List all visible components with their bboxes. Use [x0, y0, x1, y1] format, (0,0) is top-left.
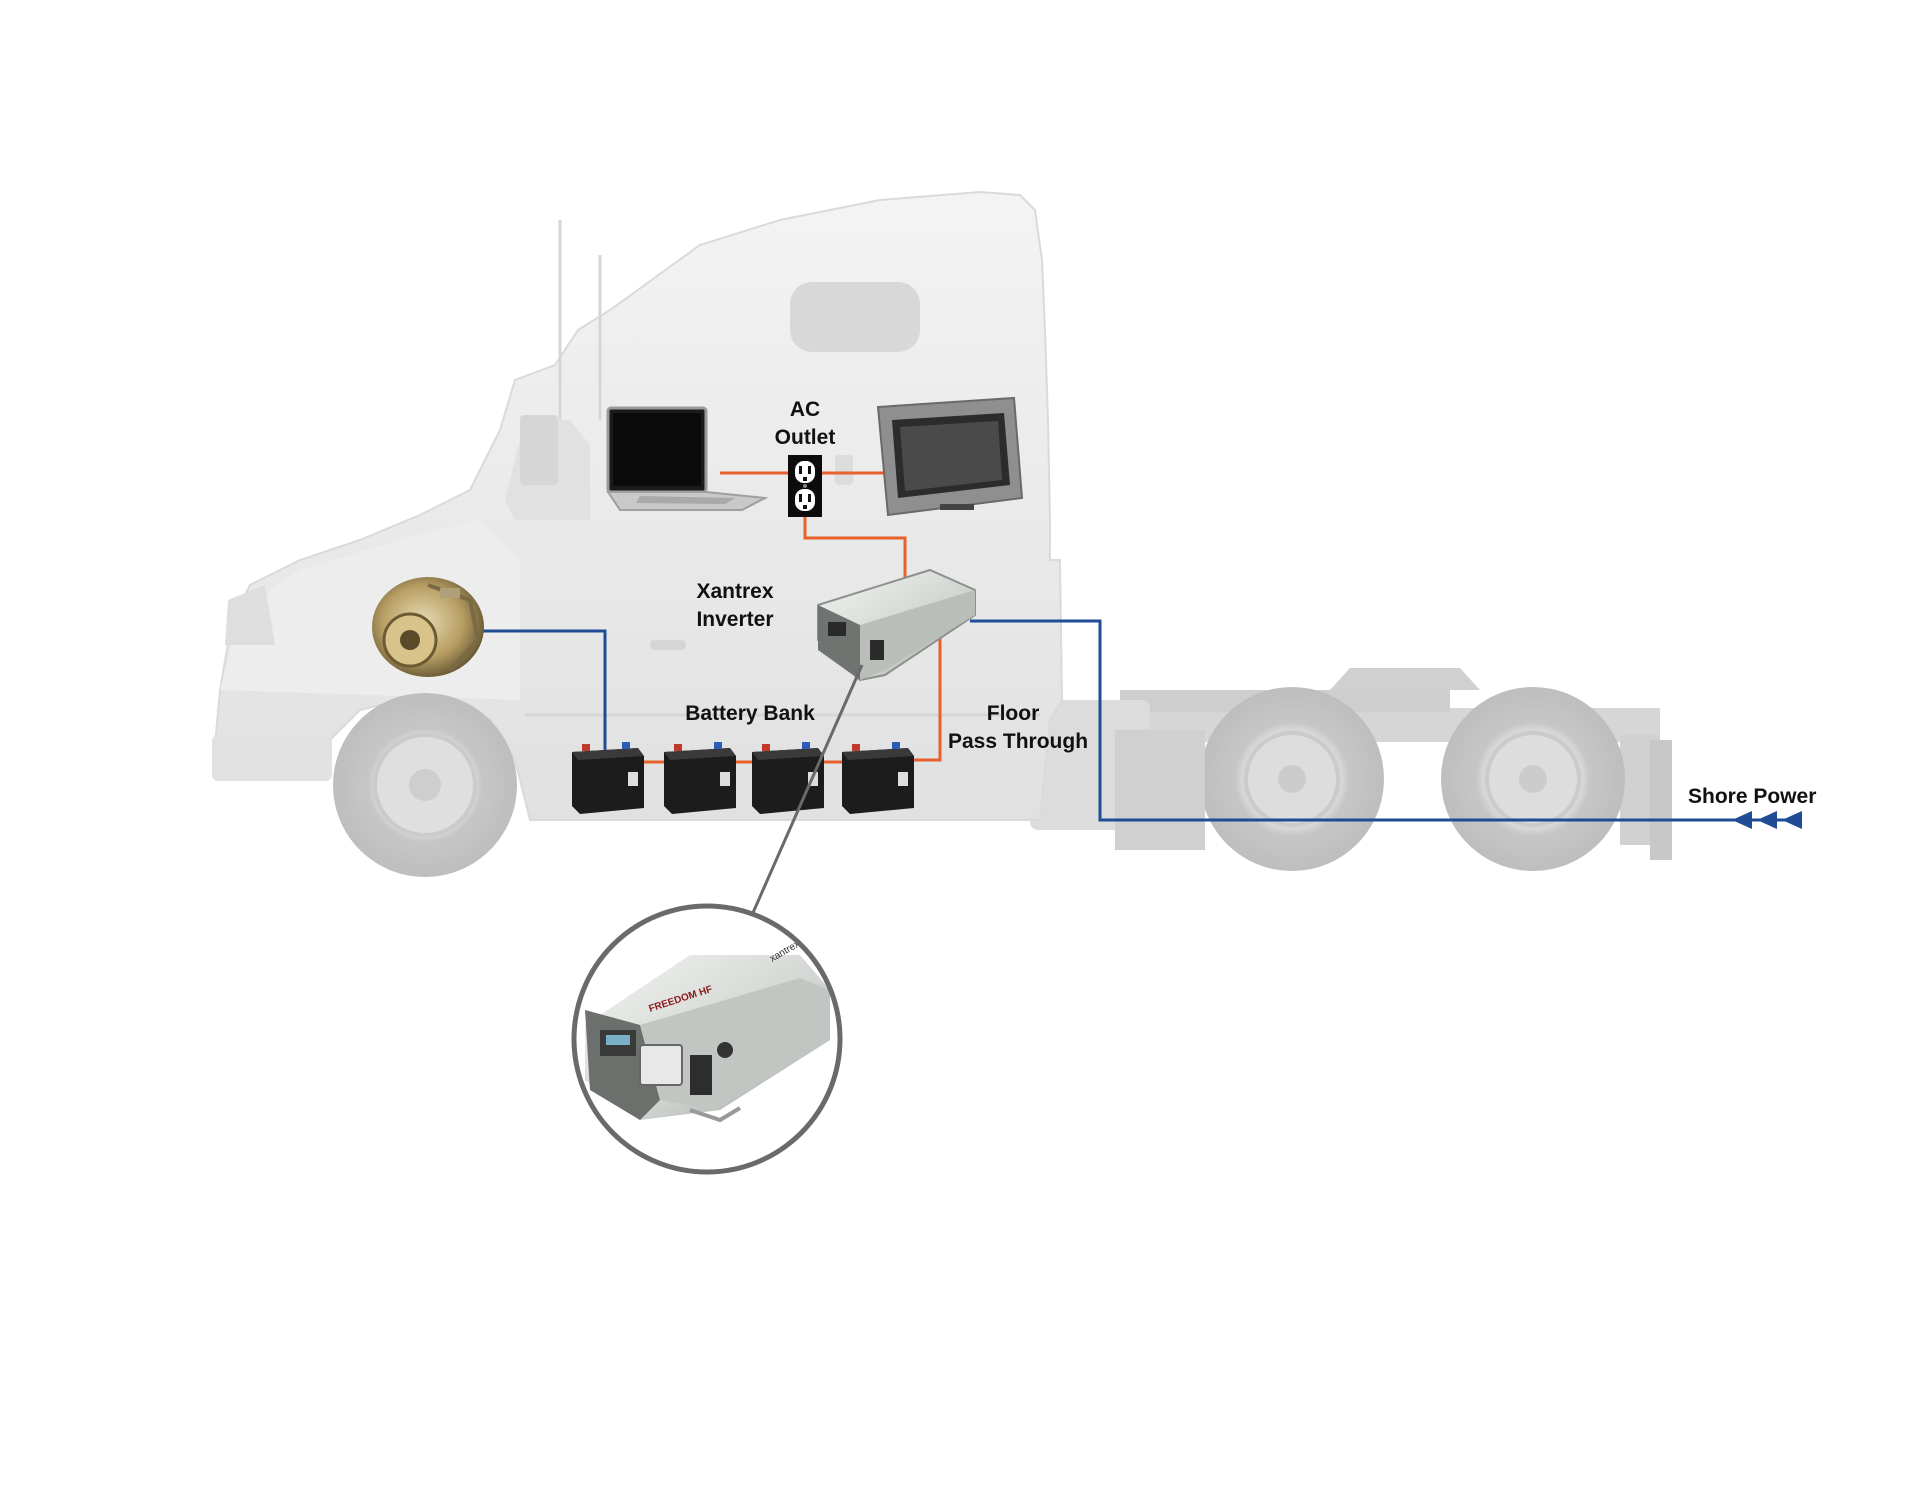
grille: [225, 585, 275, 645]
side-mirror: [520, 415, 558, 485]
laptop-icon: [606, 406, 769, 511]
inverter-icon: [817, 568, 976, 682]
battery-bank: [572, 742, 914, 814]
chassis-components: [1115, 730, 1205, 850]
battery-icon: [842, 742, 914, 814]
inverter-label-line1: Xantrex: [696, 580, 774, 603]
rear-wheels: [1200, 687, 1625, 871]
zoom-leader-line: [750, 664, 864, 916]
inverter-label: Xantrex Inverter: [690, 578, 780, 634]
inverter-label-line2: Inverter: [696, 608, 774, 631]
battery-bank-label: Battery Bank: [685, 702, 815, 725]
floor-pass-through-label: Floor Pass Through: [948, 700, 1089, 756]
front-wheel: [333, 693, 517, 877]
battery-icon: [664, 742, 736, 814]
shore-power-label: Shore Power: [1688, 785, 1817, 808]
floor-pass-through-line1: Floor: [986, 702, 1040, 725]
tv-icon: [876, 396, 1024, 517]
shore-power-wire: [970, 619, 1800, 822]
shore-power-arrow-icon: [1732, 811, 1802, 829]
ac-outlet-label-line2: Outlet: [774, 426, 836, 449]
floor-pass-through-line2: Pass Through: [948, 730, 1089, 753]
alternator-icon: [372, 577, 484, 677]
ac-outlet-label-line1: AC: [789, 398, 821, 421]
battery-icon: [572, 742, 644, 814]
truck-illustration: [212, 190, 1672, 877]
inverter-zoom-callout: FREEDOM HF xantrex: [571, 903, 843, 1175]
inverter-dc-wire: [910, 635, 942, 762]
front-bumper: [212, 735, 332, 781]
inverter-ac-wire: [803, 517, 907, 580]
charge-wire: [480, 629, 607, 750]
ac-outlet-label: AC Outlet: [770, 396, 840, 452]
sleeper-window: [790, 282, 920, 352]
ac-outlet-icon: [788, 455, 822, 517]
